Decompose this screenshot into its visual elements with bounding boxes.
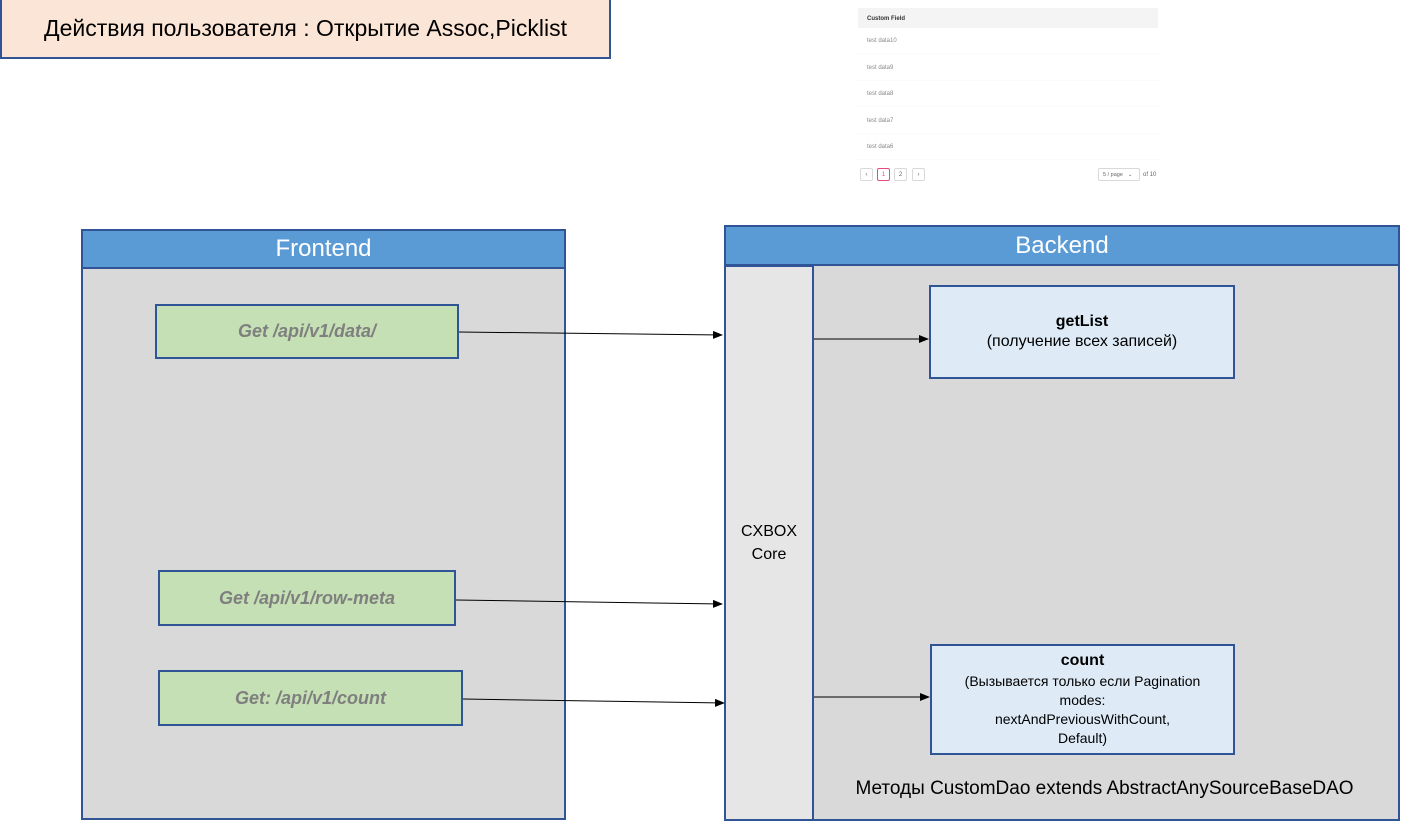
- count-desc-line: modes:: [1059, 691, 1106, 708]
- chevron-down-icon: ⌄: [1127, 171, 1133, 178]
- arrow-row-meta-to-core: [455, 599, 723, 608]
- core-label-line2: Core: [751, 546, 787, 563]
- mini-table-row[interactable]: test data7: [858, 108, 1158, 134]
- backend-header: Backend: [724, 225, 1400, 266]
- page-1-button[interactable]: 1: [877, 168, 890, 181]
- count-desc: (Вызывается только если Pagination modes…: [965, 672, 1201, 748]
- core-label-line1: CXBOX: [740, 523, 797, 540]
- mini-table-row[interactable]: test data8: [858, 81, 1158, 107]
- frontend-header: Frontend: [81, 229, 566, 269]
- title-text: Действия пользователя : Открытие Assoc,P…: [44, 15, 567, 41]
- mini-table-row[interactable]: test data10: [858, 28, 1158, 54]
- chevron-right-icon: ›: [917, 171, 920, 178]
- count-desc-line: Default): [1057, 729, 1108, 746]
- request-data-label: Get /api/v1/data/: [237, 321, 377, 341]
- page-2-button[interactable]: 2: [894, 168, 907, 181]
- count-desc-line: (Вызывается только если Pagination: [964, 672, 1201, 689]
- page-size-label: 5 / page: [1103, 171, 1123, 178]
- page-size-select[interactable]: 5 / page ⌄: [1098, 168, 1140, 181]
- mini-table-row[interactable]: test data9: [858, 55, 1158, 81]
- prev-page-button[interactable]: ‹: [860, 168, 873, 181]
- frontend-header-label: Frontend: [275, 235, 372, 262]
- mini-table-row[interactable]: test data6: [858, 134, 1158, 160]
- request-count: Get: /api/v1/count: [158, 670, 463, 726]
- getlist-desc: (получение всех записей): [986, 333, 1178, 350]
- getlist-name: getList: [1055, 313, 1109, 330]
- chevron-left-icon: ‹: [865, 171, 868, 178]
- next-page-button[interactable]: ›: [912, 168, 925, 181]
- arrow-data-to-core: [458, 330, 723, 339]
- request-count-label: Get: /api/v1/count: [234, 687, 387, 708]
- mini-table-header: Custom Field: [858, 8, 1158, 28]
- getlist-box: getList (получение всех записей): [929, 285, 1235, 379]
- mini-table: Custom Field test data10 test data9 test…: [858, 6, 1160, 188]
- request-row-meta: Get /api/v1/row-meta: [158, 570, 456, 626]
- arrow-count-to-core: [462, 698, 725, 707]
- page-total: of 10: [1143, 171, 1157, 178]
- count-name: count: [1060, 651, 1105, 669]
- request-data: Get /api/v1/data/: [155, 304, 459, 359]
- request-row-meta-label: Get /api/v1/row-meta: [218, 587, 396, 608]
- title-box: Действия пользователя : Открытие Assoc,P…: [0, 0, 611, 59]
- backend-header-label: Backend: [1015, 231, 1109, 259]
- cxbox-core-box: CXBOX Core: [724, 265, 814, 821]
- count-desc-line: nextAndPreviousWithCount,: [994, 710, 1171, 727]
- dao-methods-note: Методы CustomDao extends AbstractAnySour…: [855, 778, 1354, 799]
- count-box: count (Вызывается только если Pagination…: [930, 644, 1235, 755]
